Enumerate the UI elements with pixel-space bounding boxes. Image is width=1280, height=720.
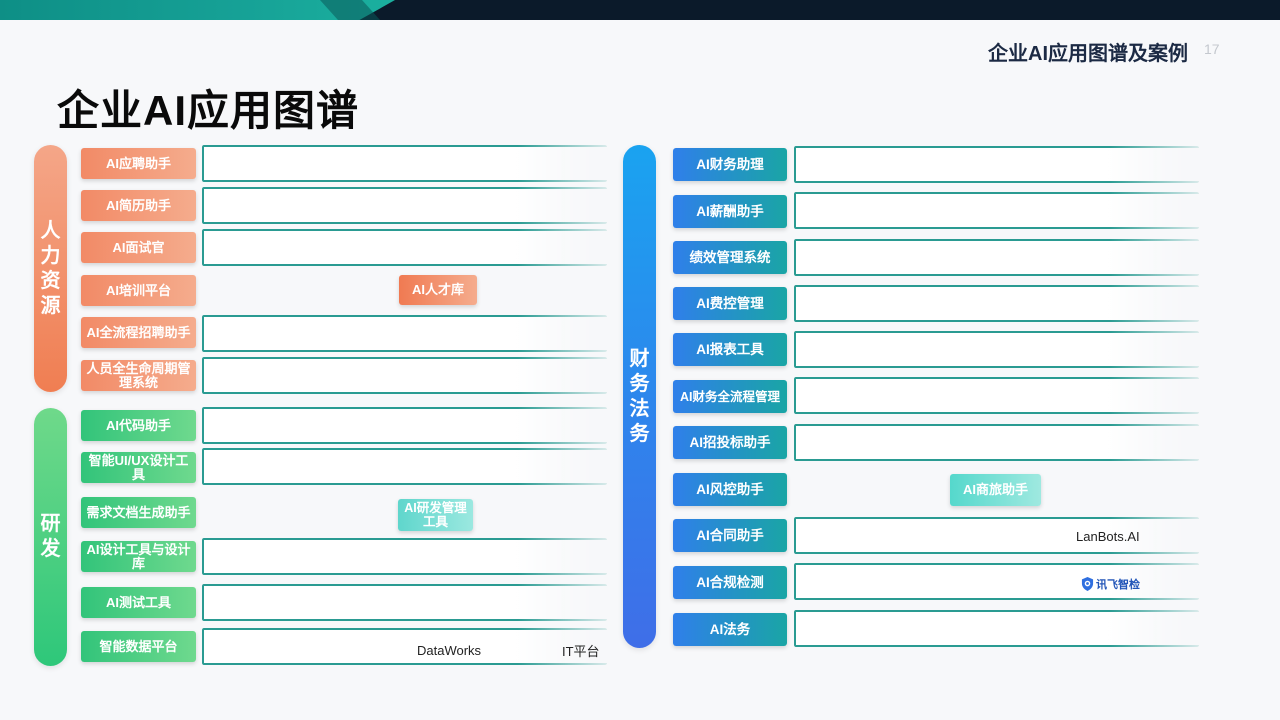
- rd-case-box: [202, 628, 607, 665]
- fl-item: AI风控助手: [673, 473, 787, 506]
- page-number: 17: [1204, 41, 1220, 57]
- fl-item: AI费控管理: [673, 287, 787, 320]
- page-title: 企业AI应用图谱: [57, 87, 360, 134]
- shield-icon: [1081, 577, 1094, 591]
- rd-case-box: [202, 407, 607, 444]
- hr-case-box: [202, 315, 607, 352]
- fl-case-box: [794, 517, 1199, 554]
- hr-case-box: [202, 229, 607, 266]
- rd-case-box: [202, 448, 607, 485]
- fl-item: AI财务全流程管理: [673, 380, 787, 413]
- header-title: 企业AI应用图谱及案例: [988, 43, 1188, 65]
- fl-case-box: [794, 424, 1199, 461]
- hr-item: AI培训平台: [81, 275, 196, 306]
- hr-case-box: [202, 145, 607, 182]
- hr-extra-item: AI人才库: [399, 275, 477, 305]
- hr-case-box: [202, 187, 607, 224]
- fl-item: 绩效管理系统: [673, 241, 787, 274]
- rd-item: AI测试工具: [81, 587, 196, 618]
- category-rd: 研发: [34, 408, 67, 666]
- hr-case-box: [202, 357, 607, 394]
- rd-item: AI代码助手: [81, 410, 196, 441]
- hr-item: AI全流程招聘助手: [81, 317, 196, 348]
- fl-item: AI合规检测: [673, 566, 787, 599]
- xunfei-logo: 讯飞智检: [1081, 576, 1140, 592]
- fl-item: AI法务: [673, 613, 787, 646]
- fl-item: AI报表工具: [673, 333, 787, 366]
- hr-item: AI简历助手: [81, 190, 196, 221]
- category-hr-label: 人力资源: [40, 219, 61, 317]
- category-rd-label: 研发: [40, 513, 61, 560]
- rd-extra-item: AI研发管理工具: [398, 499, 473, 531]
- rd-item: AI设计工具与设计库: [81, 541, 196, 572]
- category-hr: 人力资源: [34, 145, 67, 392]
- rd-item: 智能数据平台: [81, 631, 196, 662]
- top-banner-stripe: [320, 0, 380, 20]
- fl-item: AI合同助手: [673, 519, 787, 552]
- hr-item: 人员全生命周期管理系统: [81, 360, 196, 391]
- fl-case-box: [794, 331, 1199, 368]
- rd-item: 需求文档生成助手: [81, 497, 196, 528]
- fl-extra-item: AI商旅助手: [950, 474, 1041, 506]
- fl-case-box: [794, 239, 1199, 276]
- hr-item: AI应聘助手: [81, 148, 196, 179]
- rd-item: 智能UI/UX设计工具: [81, 452, 196, 483]
- it-platform-text: IT平台: [562, 644, 600, 659]
- fl-item: AI财务助理: [673, 148, 787, 181]
- rd-case-box: [202, 538, 607, 575]
- hr-item: AI面试官: [81, 232, 196, 263]
- top-banner: [0, 0, 1280, 20]
- fl-case-box: [794, 285, 1199, 322]
- top-banner-accent: [0, 0, 395, 20]
- fl-item: AI招投标助手: [673, 426, 787, 459]
- category-finance-legal-label: 财务法务: [629, 347, 650, 445]
- fl-case-box: [794, 377, 1199, 414]
- lanbots-text: LanBots.AI: [1076, 529, 1140, 544]
- rd-case-box: [202, 584, 607, 621]
- fl-case-box: [794, 563, 1199, 600]
- fl-case-box: [794, 610, 1199, 647]
- fl-item: AI薪酬助手: [673, 195, 787, 228]
- category-finance-legal: 财务法务: [623, 145, 656, 648]
- dataworks-text: DataWorks: [417, 643, 482, 658]
- fl-case-box: [794, 146, 1199, 183]
- fl-case-box: [794, 192, 1199, 229]
